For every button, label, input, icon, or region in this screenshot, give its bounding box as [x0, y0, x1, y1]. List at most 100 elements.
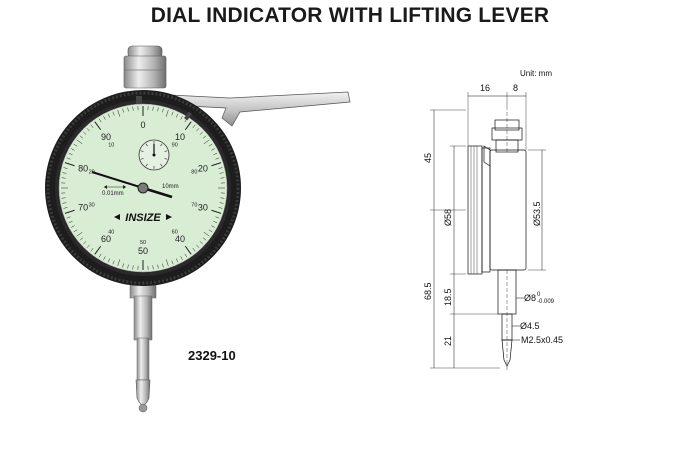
dial-tick: [94, 245, 102, 255]
bezel-section: [467, 145, 483, 275]
dial-outer-number: 60: [101, 234, 111, 244]
dial-tick: [98, 253, 102, 258]
dial-tick: [94, 121, 102, 131]
dial-tick: [180, 116, 183, 120]
dial-tick: [184, 253, 188, 258]
dim-stem-tol-lower: -0.009: [537, 299, 555, 305]
dim-58: Ø58: [443, 209, 453, 226]
dial-tick: [199, 131, 203, 135]
dial-tick: [165, 259, 169, 267]
brand-arrow-icon: [114, 214, 172, 220]
dial-tick: [122, 263, 124, 268]
dial-tick: [162, 263, 164, 268]
resolution-label: 0.01mm: [102, 191, 124, 197]
dial-tick: [220, 177, 225, 179]
dial-tick: [132, 106, 134, 111]
dial-tick: [66, 216, 71, 219]
dial-inner-number: 70: [191, 203, 197, 209]
dial-tick: [73, 229, 78, 233]
dial-tick: [180, 256, 183, 260]
dial-tick: [211, 162, 222, 167]
dial-tick: [90, 247, 94, 252]
dial-tick: [117, 109, 121, 117]
dial-tick: [90, 124, 94, 129]
dial-tick: [202, 135, 207, 139]
dial-tick: [203, 231, 210, 237]
dial-tick: [199, 241, 203, 245]
dial-tick: [219, 202, 224, 204]
dial-tick: [175, 258, 179, 263]
dial-tick: [64, 162, 75, 167]
counter-tick: [164, 150, 168, 152]
dial-tick: [83, 131, 87, 135]
counter-ticks: [140, 141, 168, 169]
dial-inner-number: 10: [108, 142, 114, 148]
dial-tick: [86, 128, 90, 132]
counter-tick: [160, 163, 163, 167]
unit-label: Unit: mm: [520, 69, 552, 78]
dial-tick: [79, 237, 84, 241]
counter-tick: [140, 158, 144, 160]
dial-tick: [68, 220, 73, 224]
dial-tick: [220, 197, 225, 199]
counter-tick: [164, 158, 168, 160]
dial-tick: [215, 157, 220, 160]
counter-tick: [145, 163, 148, 167]
dial-outer-number: 90: [101, 132, 111, 142]
dial-tick: [107, 113, 111, 118]
dial-tick: [98, 118, 102, 123]
dial-tick: [175, 113, 179, 118]
dial-inner-number: 80: [191, 169, 197, 175]
dial-tick: [211, 209, 222, 214]
dim-68-5: 68.5: [423, 282, 433, 300]
counter-tick: [145, 143, 148, 147]
dial-tick: [79, 135, 84, 139]
dial-tick: [184, 245, 192, 255]
tolerance-marker: [184, 111, 192, 121]
dial-tick: [184, 121, 192, 131]
dial-tick: [218, 167, 223, 169]
dial-tick: [165, 109, 169, 117]
dial-tick: [117, 259, 121, 267]
dim-18-5: 18.5: [443, 288, 453, 306]
dial-inner-number: 40: [108, 230, 114, 236]
dial-inner-number: 60: [172, 230, 178, 236]
dim-4-5: Ø4.5: [520, 321, 540, 331]
dial-tick: [203, 139, 210, 145]
dial-tick: [127, 264, 129, 269]
dial-tick: [215, 216, 220, 219]
dial-tick: [103, 256, 106, 260]
dial-tick: [192, 124, 196, 129]
main-needle: [91, 171, 173, 199]
brand-logo: INSIZE: [125, 212, 161, 224]
dial-tick: [157, 264, 159, 269]
dim-thread: M2.5x0.45: [521, 335, 563, 345]
dial-tick: [63, 167, 68, 169]
dial-tick: [112, 260, 115, 265]
model-number: 2329-10: [188, 348, 236, 363]
dial-tick: [152, 265, 154, 270]
top-cap: [123, 45, 167, 89]
range-label: 10mm: [162, 184, 179, 190]
dial-tick: [132, 265, 134, 270]
dim-stem: Ø8: [524, 293, 536, 303]
tolerance-marker: [136, 96, 142, 104]
dial-tick: [152, 106, 154, 111]
dial-tick: [83, 241, 87, 245]
dial-tick: [64, 209, 75, 214]
body-section: [489, 149, 527, 271]
dial-tick: [127, 107, 129, 112]
dim-53-5: Ø53.5: [532, 201, 542, 226]
dial-outer-number: 20: [198, 164, 208, 174]
dial-tick: [202, 237, 207, 241]
page-title: DIAL INDICATOR WITH LIFTING LEVER: [150, 4, 550, 27]
dim-top-8: 8: [513, 83, 518, 93]
dial-outer-number: 30: [198, 202, 208, 212]
dial-tick: [63, 207, 68, 209]
dial-inner-number: 90: [172, 142, 178, 148]
resolution-arrow-icon: [104, 185, 126, 189]
dial-tick: [208, 229, 213, 233]
